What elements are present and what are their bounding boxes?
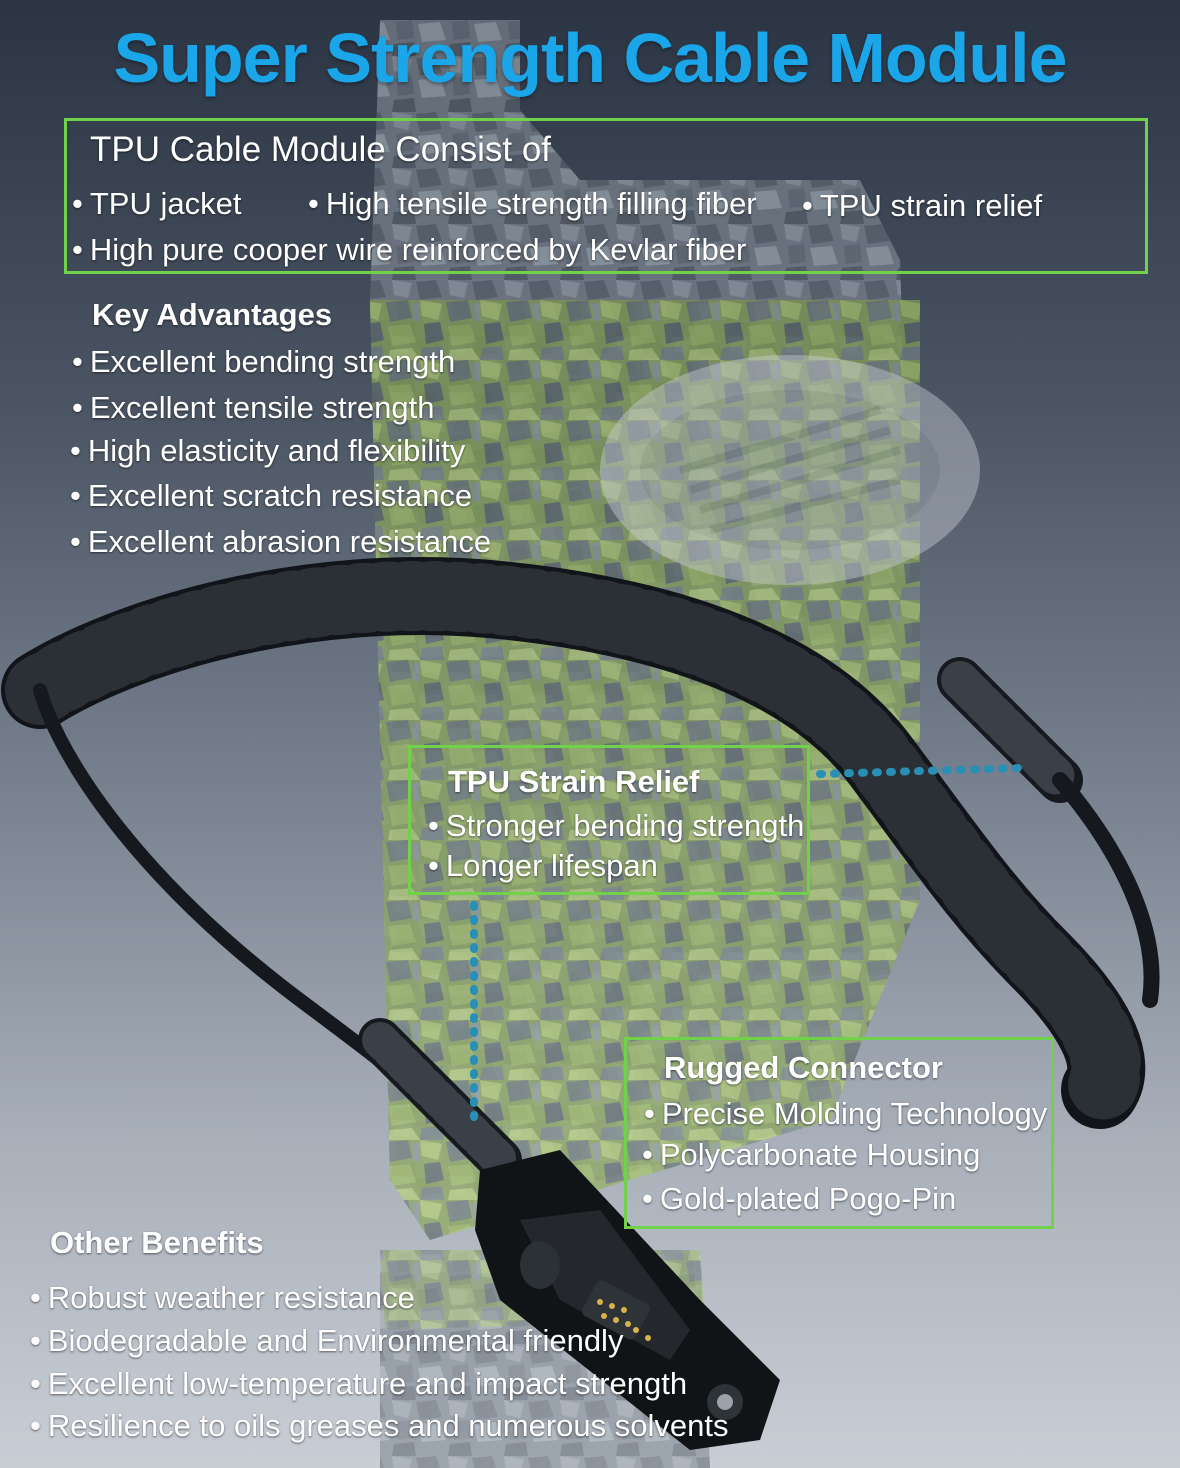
coiled-cable-image bbox=[1, 557, 1160, 1187]
other-benefit-item: Biodegradable and Environmental friendly bbox=[30, 1323, 624, 1359]
strain-relief-box bbox=[408, 745, 810, 895]
key-advantage-item: Excellent tensile strength bbox=[72, 390, 435, 426]
cable-module-box bbox=[64, 118, 1148, 274]
cable-module-item: High tensile strength filling fiber bbox=[308, 186, 757, 222]
rugged-connector-heading: Rugged Connector bbox=[664, 1050, 943, 1085]
other-benefits-heading: Other Benefits bbox=[50, 1225, 264, 1260]
key-advantages-heading: Key Advantages bbox=[92, 297, 333, 332]
strain-relief-heading: TPU Strain Relief bbox=[448, 764, 700, 799]
connector-image bbox=[475, 1150, 780, 1450]
strain-relief-item: Stronger bending strength bbox=[428, 808, 804, 844]
key-advantage-item: Excellent abrasion resistance bbox=[70, 524, 491, 560]
other-benefit-item: Excellent low-temperature and impact str… bbox=[30, 1366, 687, 1402]
rugged-connector-item: Gold-plated Pogo-Pin bbox=[642, 1181, 956, 1217]
key-advantage-item: Excellent bending strength bbox=[72, 344, 455, 380]
cable-module-heading: TPU Cable Module Consist of bbox=[90, 130, 552, 169]
cable-module-item: TPU strain relief bbox=[802, 188, 1042, 224]
key-advantage-item: High elasticity and flexibility bbox=[70, 433, 465, 469]
other-benefit-item: Robust weather resistance bbox=[30, 1280, 415, 1316]
rugged-connector-item: Precise Molding Technology bbox=[644, 1096, 1047, 1132]
callout-lines bbox=[470, 764, 1024, 1124]
key-advantage-item: Excellent scratch resistance bbox=[70, 478, 472, 514]
rugged-connector-item: Polycarbonate Housing bbox=[642, 1137, 981, 1173]
speaker-grille bbox=[600, 355, 980, 585]
cable-module-item: High pure cooper wire reinforced by Kevl… bbox=[72, 232, 746, 268]
page-title: Super Strength Cable Module bbox=[113, 19, 1067, 97]
rugged-connector-box bbox=[624, 1037, 1054, 1229]
other-benefit-item: Resilience to oils greases and numerous … bbox=[30, 1408, 729, 1444]
strain-relief-item: Longer lifespan bbox=[428, 848, 658, 884]
cable-module-item: TPU jacket bbox=[72, 186, 242, 222]
